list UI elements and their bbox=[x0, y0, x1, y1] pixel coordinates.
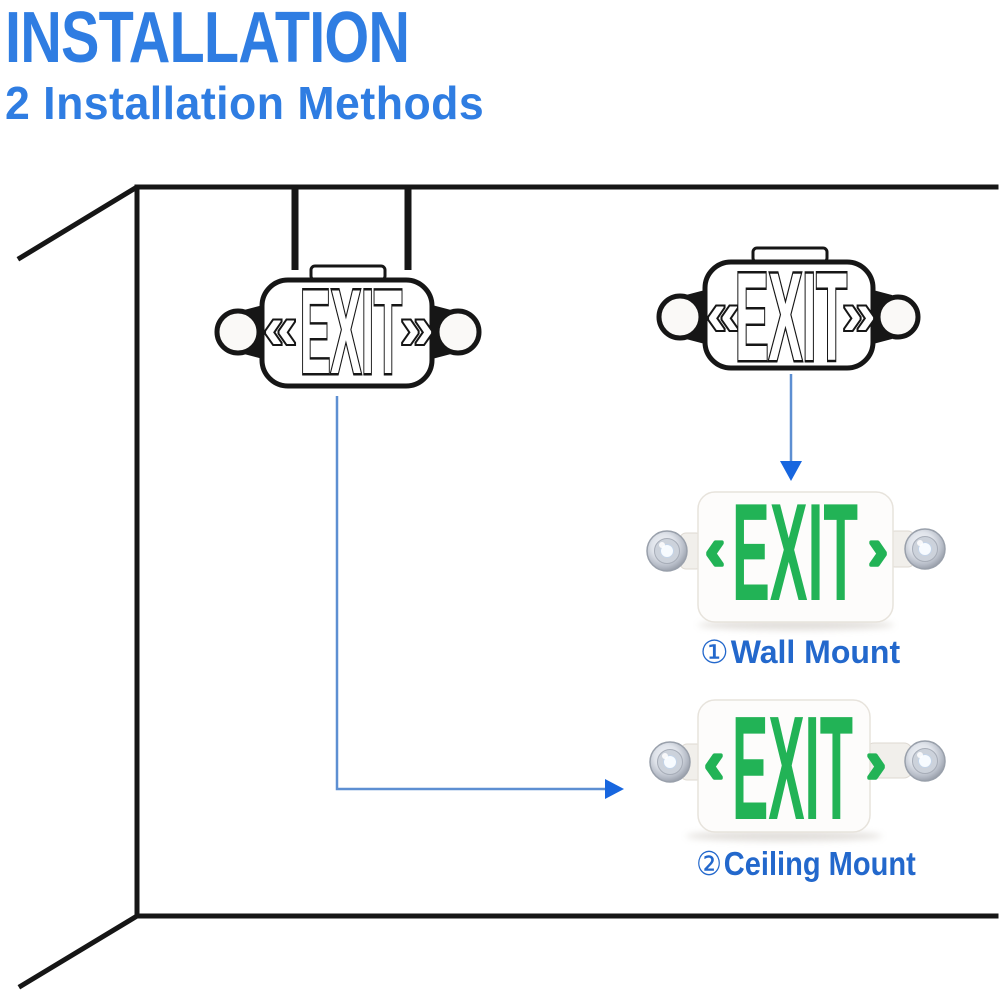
sign-housing bbox=[697, 699, 871, 833]
lamp-head-icon bbox=[656, 293, 704, 341]
double-chevron-left-icon: « bbox=[706, 280, 739, 347]
photo-shadow bbox=[686, 831, 882, 841]
exit-sign-text: EXIT bbox=[732, 686, 853, 851]
lamp-head-icon bbox=[214, 308, 262, 356]
page-subtitle: 2 Installation Methods bbox=[5, 77, 485, 129]
sign-housing bbox=[697, 491, 894, 623]
lamp-head-icon bbox=[649, 741, 691, 783]
schematic-hanging-exit-sign: « EXIT » bbox=[214, 188, 482, 402]
sign-body bbox=[259, 277, 435, 389]
method-number-2: ② bbox=[696, 844, 723, 883]
arrow-line bbox=[335, 396, 606, 791]
chevron-left-icon: ‹ bbox=[705, 517, 724, 582]
arrow-down bbox=[780, 374, 802, 481]
sign-body bbox=[702, 259, 876, 371]
ceiling-line bbox=[16, 184, 999, 262]
product-photo-wall-mount: ‹ EXIT › bbox=[646, 475, 946, 630]
lamp-head-icon bbox=[434, 308, 482, 356]
method-label-text: Wall Mount bbox=[730, 633, 901, 670]
double-chevron-right-icon: » bbox=[842, 280, 875, 347]
double-chevron-left-icon: « bbox=[263, 294, 296, 361]
lamp-head-icon bbox=[646, 530, 688, 572]
method-label-text: Ceiling Mount bbox=[723, 844, 916, 882]
exit-sign-text: EXIT bbox=[735, 248, 847, 387]
page-title: INSTALLATION bbox=[5, 0, 410, 78]
exit-sign-text: EXIT bbox=[300, 265, 402, 399]
lamp-head-icon bbox=[904, 528, 946, 570]
room-outline bbox=[16, 184, 999, 990]
arrow-elbow-right bbox=[335, 396, 624, 799]
arrow-head-icon bbox=[605, 779, 624, 799]
double-chevron-right-icon: » bbox=[400, 294, 433, 361]
exit-sign-text: EXIT bbox=[732, 475, 858, 630]
lamp-head-icon bbox=[904, 740, 946, 782]
product-photo-ceiling-mount: ‹ EXIT › bbox=[649, 686, 946, 851]
method-number-1: ① bbox=[700, 633, 729, 671]
chevron-left-icon: ‹ bbox=[704, 730, 723, 795]
chevron-right-icon: › bbox=[866, 730, 885, 795]
arrow-head-icon bbox=[780, 461, 802, 481]
schematic-flush-exit-sign: « EXIT » bbox=[656, 246, 921, 390]
chevron-right-icon: › bbox=[868, 517, 887, 582]
lamp-head-icon bbox=[875, 294, 921, 340]
floor-line bbox=[17, 913, 999, 990]
